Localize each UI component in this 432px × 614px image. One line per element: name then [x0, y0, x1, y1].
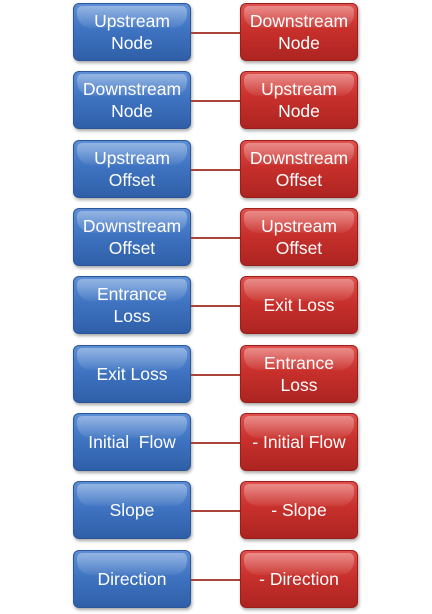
source-label: Downstream Offset [82, 216, 182, 258]
target-box-downstream-node: Downstream Node [240, 3, 358, 61]
pair-row-initial-flow: Initial Flow - Initial Flow [0, 413, 432, 473]
connector-line [191, 442, 240, 444]
source-box-upstream-offset: Upstream Offset [73, 140, 191, 198]
connector-line [191, 305, 240, 307]
target-box-upstream-node: Upstream Node [240, 71, 358, 129]
source-label: Upstream Offset [94, 148, 170, 190]
connector-line [191, 32, 240, 34]
connector-line [191, 510, 240, 512]
source-label: Direction [97, 569, 167, 589]
pair-row-slope: Slope - Slope [0, 481, 432, 541]
target-label: - Direction [259, 569, 339, 589]
source-box-slope: Slope [73, 481, 191, 539]
source-label: Exit Loss [96, 364, 168, 384]
source-box-exit-loss: Exit Loss [73, 345, 191, 403]
target-label: Downstream Offset [249, 148, 349, 190]
target-box-exit-loss: Exit Loss [240, 276, 358, 334]
target-label: Upstream Offset [261, 216, 337, 258]
source-box-downstream-offset: Downstream Offset [73, 208, 191, 266]
target-label: - Slope [271, 500, 327, 520]
pair-row-downstream-offset: Downstream Offset Upstream Offset [0, 208, 432, 268]
target-label: Entrance Loss [263, 353, 335, 395]
source-box-upstream-node: Upstream Node [73, 3, 191, 61]
pair-row-entrance-loss: Entrance Loss Exit Loss [0, 276, 432, 336]
target-label: - Initial Flow [252, 432, 346, 452]
source-box-entrance-loss: Entrance Loss [73, 276, 191, 334]
connector-line [191, 237, 240, 239]
target-box-entrance-loss: Entrance Loss [240, 345, 358, 403]
source-label: Entrance Loss [96, 284, 168, 326]
pair-row-downstream-node: Downstream Node Upstream Node [0, 71, 432, 131]
connector-line [191, 169, 240, 171]
pair-row-direction: Direction - Direction [0, 550, 432, 610]
source-box-downstream-node: Downstream Node [73, 71, 191, 129]
target-label: Downstream Node [249, 11, 349, 53]
source-label: Slope [109, 500, 155, 520]
pair-row-upstream-node: Upstream Node Downstream Node [0, 3, 432, 63]
pair-row-upstream-offset: Upstream Offset Downstream Offset [0, 140, 432, 200]
source-box-direction: Direction [73, 550, 191, 608]
target-box-upstream-offset: Upstream Offset [240, 208, 358, 266]
target-box-downstream-offset: Downstream Offset [240, 140, 358, 198]
connector-line [191, 100, 240, 102]
target-label: Upstream Node [261, 79, 337, 121]
source-label: Initial Flow [88, 432, 176, 452]
source-label: Downstream Node [82, 79, 182, 121]
target-box-negative-slope: - Slope [240, 481, 358, 539]
target-box-negative-initial-flow: - Initial Flow [240, 413, 358, 471]
source-label: Upstream Node [94, 11, 170, 53]
target-box-negative-direction: - Direction [240, 550, 358, 608]
connector-line [191, 579, 240, 581]
connector-line [191, 374, 240, 376]
source-box-initial-flow: Initial Flow [73, 413, 191, 471]
target-label: Exit Loss [263, 295, 335, 315]
pair-row-exit-loss: Exit Loss Entrance Loss [0, 345, 432, 405]
